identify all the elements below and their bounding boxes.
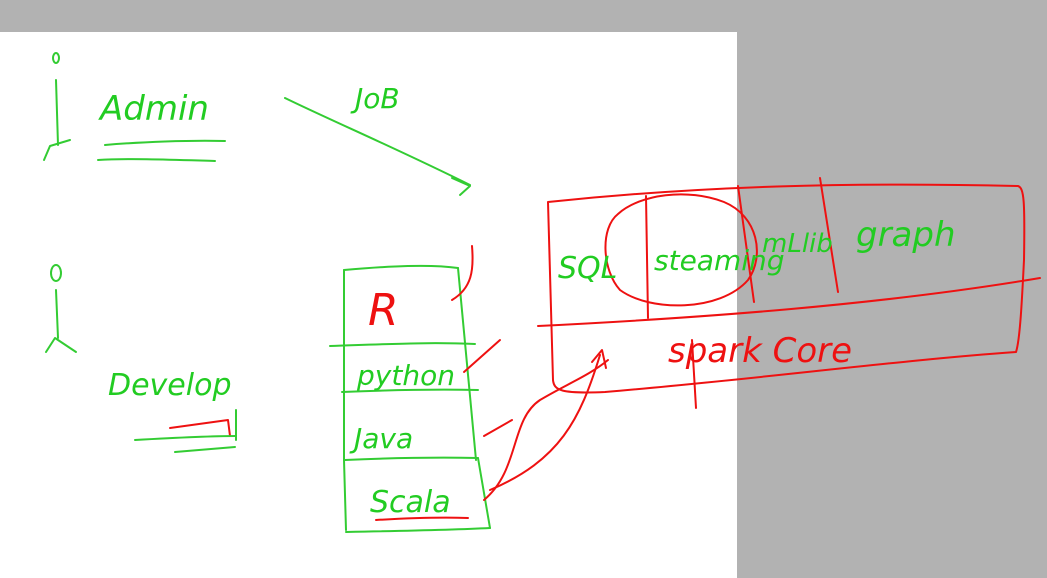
job-label: JoB bbox=[350, 82, 400, 115]
scala-to-core-arrow-loop bbox=[483, 359, 609, 501]
whiteboard-sheet bbox=[0, 32, 737, 578]
admin-label: Admin bbox=[98, 89, 209, 129]
spark-mllib: mLlib bbox=[762, 229, 833, 259]
spark-ecosystem-box bbox=[537, 177, 1041, 409]
lang-python: python bbox=[356, 359, 455, 392]
spark-graph: graph bbox=[856, 215, 956, 255]
scala-underline bbox=[375, 516, 469, 521]
lang-r: R bbox=[368, 285, 399, 336]
admin-underline bbox=[97, 139, 226, 162]
scala-to-core-arrow bbox=[489, 354, 601, 491]
spark-core: spark Core bbox=[668, 331, 852, 371]
job-arrowhead bbox=[451, 177, 471, 196]
admin-stick-figure bbox=[43, 52, 71, 161]
language-stack bbox=[329, 264, 491, 533]
stack-check-marks bbox=[451, 245, 513, 437]
spark-sql: SQL bbox=[558, 251, 617, 286]
developer-label: Develop bbox=[108, 368, 232, 403]
arrowhead-core bbox=[591, 349, 607, 369]
lang-scala: Scala bbox=[370, 485, 451, 520]
spark-streaming: steaming bbox=[654, 244, 785, 277]
developer-underline bbox=[134, 409, 237, 453]
lang-java: Java bbox=[349, 422, 413, 455]
job-arrow bbox=[284, 97, 471, 186]
developer-stick-figure bbox=[45, 264, 77, 353]
